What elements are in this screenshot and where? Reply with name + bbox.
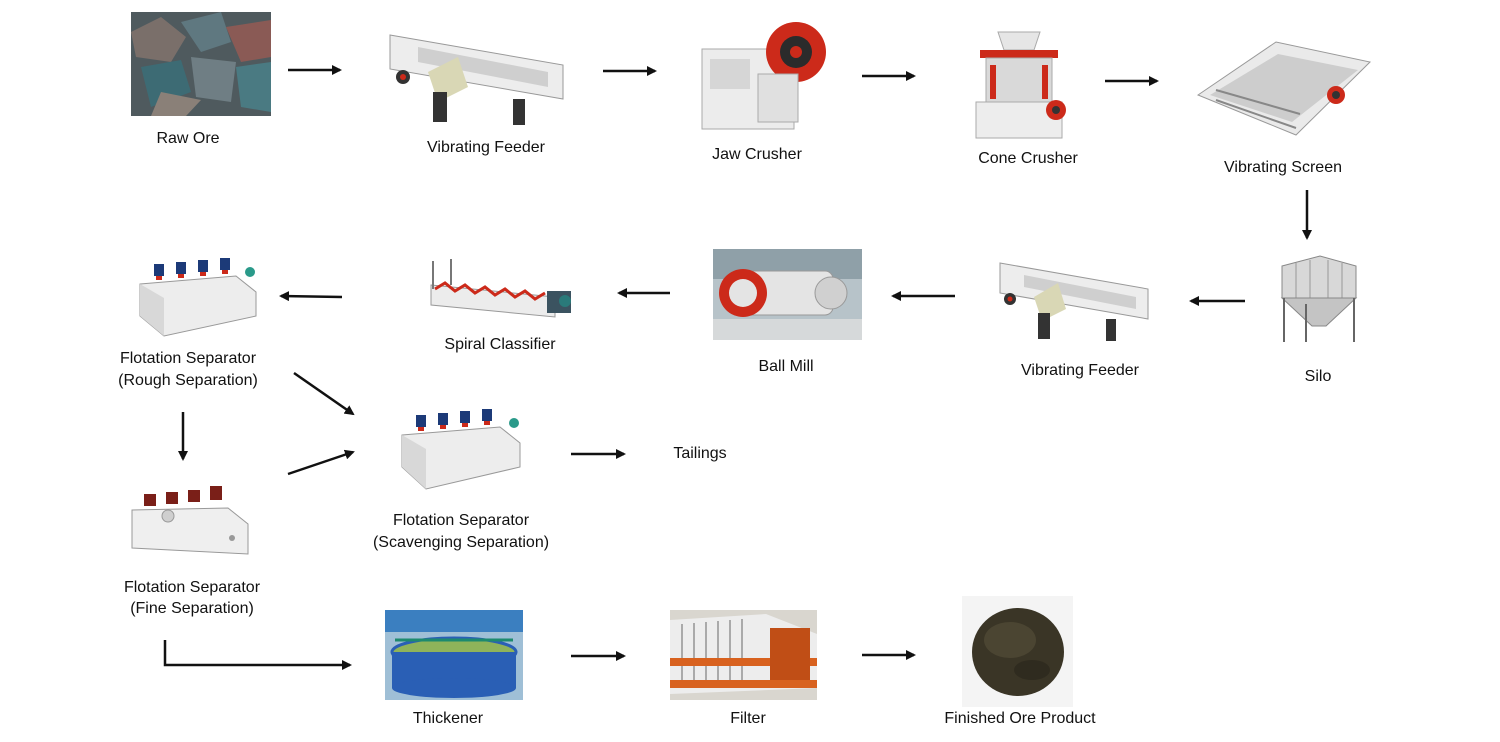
ball-mill-label: Ball Mill xyxy=(758,358,814,375)
flotation-fine-image xyxy=(128,482,252,560)
jaw-crusher-image xyxy=(698,14,826,132)
vibrating-screen-image xyxy=(1196,40,1372,138)
tailings-label: Tailings xyxy=(673,445,727,462)
silo-image xyxy=(1276,254,1361,344)
vibrating-feeder-1-label: Vibrating Feeder xyxy=(427,139,545,156)
spiral-classifier-label: Spiral Classifier xyxy=(444,336,556,353)
flotation-scavenging-label-line1: Flotation Separator xyxy=(392,512,530,529)
thickener-label: Thickener xyxy=(412,710,484,727)
flotation-rough-label-line1: Flotation Separator xyxy=(119,350,257,367)
cone-crusher-label: Cone Crusher xyxy=(978,150,1078,167)
finished-product-image xyxy=(962,596,1073,707)
flotation-rough-label-line2: (Rough Separation) xyxy=(118,372,258,389)
finished-product-label: Finished Ore Product xyxy=(944,710,1096,727)
jaw-crusher-label: Jaw Crusher xyxy=(712,146,802,163)
vibrating-feeder-2-image xyxy=(998,257,1150,343)
filter-image xyxy=(670,610,817,700)
cone-crusher-image xyxy=(968,30,1070,142)
arrow-fine-to-scavenging xyxy=(287,449,355,476)
raw-ore-image xyxy=(131,12,271,116)
flotation-fine-label-line1: Flotation Separator xyxy=(123,579,261,596)
vibrating-feeder-1-image xyxy=(388,27,566,127)
flotation-scavenging-image xyxy=(398,405,524,491)
ball-mill-image xyxy=(713,249,862,340)
vibrating-feeder-2-label: Vibrating Feeder xyxy=(1021,362,1139,379)
flotation-rough-image xyxy=(136,256,260,338)
vibrating-screen-label: Vibrating Screen xyxy=(1224,159,1342,176)
flotation-fine-label-line2: (Fine Separation) xyxy=(130,600,254,617)
arrow-fine-to-thickener xyxy=(163,640,352,670)
filter-label: Filter xyxy=(730,710,766,727)
thickener-image xyxy=(385,610,523,700)
spiral-classifier-image xyxy=(425,255,575,325)
arrow-classifier-to-rough xyxy=(279,291,343,302)
flotation-scavenging-label-line2: (Scavenging Separation) xyxy=(372,534,550,551)
arrow-rough-to-scavenging xyxy=(293,371,355,416)
silo-label: Silo xyxy=(1304,368,1332,385)
raw-ore-label: Raw Ore xyxy=(156,130,220,147)
